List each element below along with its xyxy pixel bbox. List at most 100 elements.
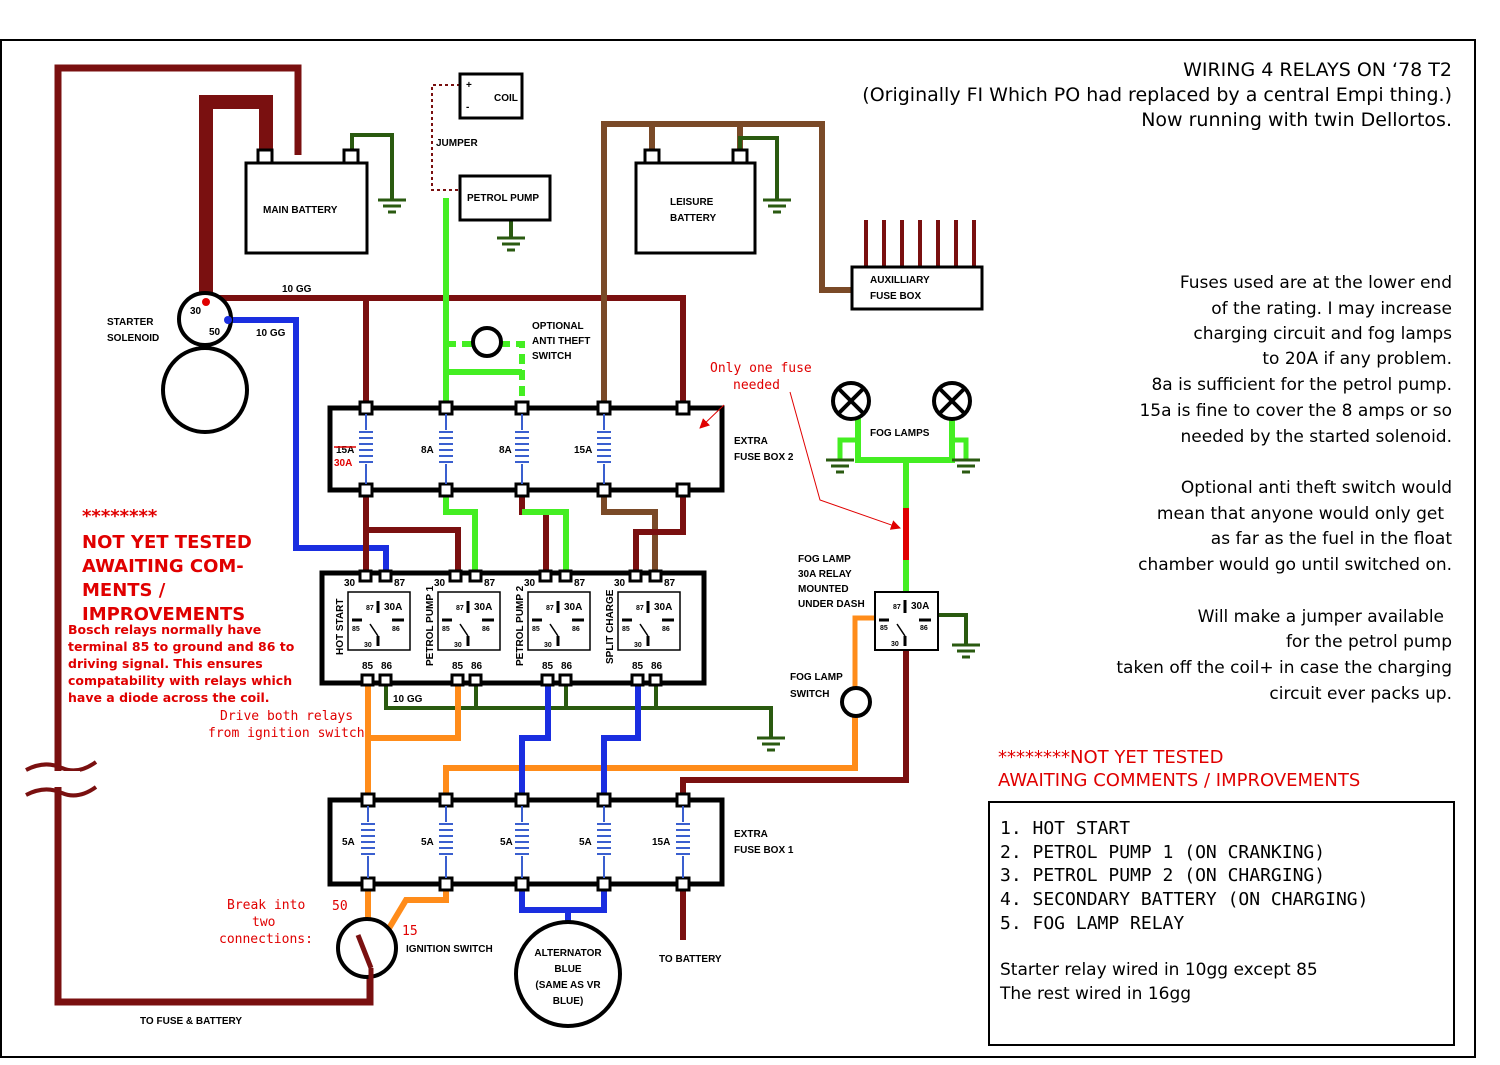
svg-text:-: -: [466, 102, 469, 113]
svg-text:BLUE): BLUE): [553, 996, 584, 1007]
svg-text:needed: needed: [733, 378, 780, 393]
svg-text:have a diode across the coil.: have a diode across the coil.: [68, 690, 270, 705]
svg-text:SWITCH: SWITCH: [532, 351, 571, 362]
svg-text:(Originally FI Which PO had re: (Originally FI Which PO had replaced by …: [862, 84, 1452, 106]
svg-text:87: 87: [394, 578, 406, 589]
svg-text:+: +: [466, 80, 472, 91]
svg-text:87: 87: [636, 605, 644, 612]
svg-text:Drive both relays: Drive both relays: [220, 709, 353, 724]
extra-fuse-box-2: 15A 30A 8A 8A 15A EXTRA FUSE BOX 2: [327, 400, 794, 498]
ground-icon: [826, 458, 854, 474]
svg-text:30: 30: [544, 642, 552, 649]
svg-text:as far as the fuel in the floa: as far as the fuel in the float: [1211, 529, 1453, 549]
svg-text:30: 30: [634, 642, 642, 649]
relay-switch-icon: 87 30A 85 86 30: [617, 591, 681, 651]
legend-item: 1. HOT START: [1000, 818, 1130, 839]
ground-icon: [497, 236, 525, 252]
svg-text:MOUNTED: MOUNTED: [798, 584, 849, 595]
svg-text:10 GG: 10 GG: [256, 328, 286, 339]
svg-text:30A: 30A: [654, 602, 672, 613]
svg-text:15a is fine to cover the 8 amp: 15a is fine to cover the 8 amps or so: [1139, 401, 1452, 421]
svg-text:mean that anyone would only ge: mean that anyone would only get: [1157, 504, 1444, 524]
wire-orange-ignition: [365, 680, 461, 741]
svg-text:circuit ever packs up.: circuit ever packs up.: [1269, 684, 1452, 704]
svg-text:85: 85: [442, 626, 450, 633]
svg-text:BLUE: BLUE: [554, 964, 582, 975]
svg-text:87: 87: [484, 578, 496, 589]
svg-text:85: 85: [362, 661, 374, 672]
wire-starter-cable: [199, 95, 273, 302]
leisure-battery: LEISURE BATTERY: [634, 148, 757, 255]
relay-label-petrol-pump-2: PETROL PUMP 2: [515, 585, 526, 666]
svg-text:from ignition switch: from ignition switch: [208, 726, 365, 741]
relay-label-hot-start: HOT START: [335, 599, 346, 655]
petrol-pump: PETROL PUMP: [458, 174, 552, 222]
relay-switch-icon: 87 30A 85 86 30: [437, 591, 501, 651]
relay-label-split-charge: SPLIT CHARGE: [605, 589, 616, 664]
extra-fuse-box-1: 5A 5A 5A 5A 15A EXTRA FUSE BOX 1: [327, 792, 794, 892]
svg-text:FUSE BOX 2: FUSE BOX 2: [734, 452, 794, 463]
coil: + - COIL: [458, 72, 524, 120]
svg-text:UNDER DASH: UNDER DASH: [798, 599, 865, 610]
svg-text:87: 87: [456, 605, 464, 612]
outer-frame: [0, 39, 1476, 1058]
svg-text:The rest wired in 16gg: The rest wired in 16gg: [999, 984, 1191, 1004]
notes-block: Fuses used are at the lower end of the r…: [1116, 273, 1452, 704]
starter-solenoid: 30 50 STARTER SOLENOID: [107, 291, 249, 434]
svg-text:AWAITING COM-: AWAITING COM-: [82, 556, 244, 577]
svg-text:30: 30: [344, 578, 356, 589]
svg-text:Starter relay wired in 10gg ex: Starter relay wired in 10gg except 85: [1000, 960, 1318, 980]
svg-text:FUSE BOX: FUSE BOX: [870, 291, 921, 302]
wire-10gg-label: 10 GG: [282, 284, 312, 295]
ground-icon: [757, 736, 785, 752]
svg-text:needed by the started solenoid: needed by the started solenoid.: [1181, 427, 1452, 447]
legend-item: 5. FOG LAMP RELAY: [1000, 913, 1184, 934]
svg-text:85: 85: [452, 661, 464, 672]
svg-text:15A: 15A: [574, 445, 592, 456]
relay-switch-icon: 87 30A 85 86 30: [527, 591, 591, 651]
anti-theft-switch: OPTIONAL ANTI THEFT SWITCH: [471, 321, 590, 362]
svg-text:ALTERNATOR: ALTERNATOR: [534, 948, 602, 959]
svg-text:STARTER: STARTER: [107, 317, 154, 328]
relay-block: 30 87 30 87 30 87 30 87 85 86 85 86 85 8…: [319, 569, 707, 687]
legend-box: 1. HOT START 2. PETROL PUMP 1 (ON CRANKI…: [988, 801, 1455, 1046]
svg-text:8A: 8A: [499, 445, 512, 456]
svg-text:Optional anti theft switch wou: Optional anti theft switch would: [1181, 478, 1452, 498]
svg-text:30A: 30A: [384, 602, 402, 613]
svg-text:compatability with relays whic: compatability with relays which: [68, 673, 292, 688]
svg-text:30: 30: [614, 578, 626, 589]
svg-text:FOG LAMP: FOG LAMP: [798, 554, 851, 565]
svg-text:5A: 5A: [579, 837, 592, 848]
title-block: WIRING 4 RELAYS ON ‘78 T2 (Originally FI…: [862, 59, 1452, 131]
svg-text:86: 86: [392, 626, 400, 633]
coil-label: COIL: [494, 93, 518, 104]
svg-text:15A: 15A: [652, 837, 670, 848]
svg-text:MENTS /: MENTS /: [82, 580, 166, 601]
main-battery-label: MAIN BATTERY: [263, 205, 338, 216]
svg-text:********: ********: [82, 506, 158, 527]
svg-text:EXTRA: EXTRA: [734, 829, 768, 840]
svg-text:Will make a jumper available: Will make a jumper available: [1198, 607, 1444, 627]
svg-text:Bosch relays normally have: Bosch relays normally have: [68, 622, 261, 637]
ground-symbols: [378, 198, 980, 752]
svg-text:50: 50: [209, 327, 221, 338]
svg-text:8a is sufficient for the petro: 8a is sufficient for the petrol pump.: [1151, 375, 1452, 395]
svg-text:8A: 8A: [421, 445, 434, 456]
svg-text:30: 30: [524, 578, 536, 589]
auxiliary-fuse-box: AUXILLIARY FUSE BOX: [850, 265, 984, 311]
svg-text:30: 30: [891, 641, 899, 648]
legend-item: 2. PETROL PUMP 1 (ON CRANKING): [1000, 842, 1325, 863]
svg-text:for the petrol pump: for the petrol pump: [1286, 632, 1452, 652]
svg-text:87: 87: [546, 605, 554, 612]
wire-blue-alternator: [519, 680, 551, 808]
ground-icon: [378, 198, 406, 214]
fog-lamp-switch: FOG LAMP SWITCH: [790, 672, 872, 718]
svg-text:driving signal. This ensures: driving signal. This ensures: [68, 656, 263, 671]
svg-text:85: 85: [880, 625, 888, 632]
svg-text:Now running with twin Dellorto: Now running with twin Dellortos.: [1141, 109, 1452, 131]
alternator: ALTERNATOR BLUE (SAME AS VR BLUE): [514, 920, 622, 1028]
main-battery: MAIN BATTERY: [244, 148, 369, 255]
svg-text:86: 86: [471, 661, 483, 672]
ground-icon: [952, 643, 980, 659]
